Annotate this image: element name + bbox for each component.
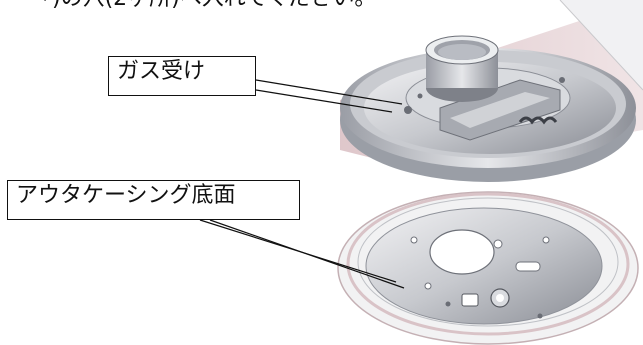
outer-casing-bottom-part <box>337 191 639 345</box>
gas-receiver-part <box>340 35 636 182</box>
cutoff-instruction-text: 「)の穴(2ヶ所)へ入れてください。 <box>30 0 376 12</box>
leader-lines <box>199 79 405 289</box>
gas-receiver-label: ガス受け <box>108 56 256 96</box>
outer-casing-bottom-label: アウタケーシング底面 <box>7 180 300 220</box>
